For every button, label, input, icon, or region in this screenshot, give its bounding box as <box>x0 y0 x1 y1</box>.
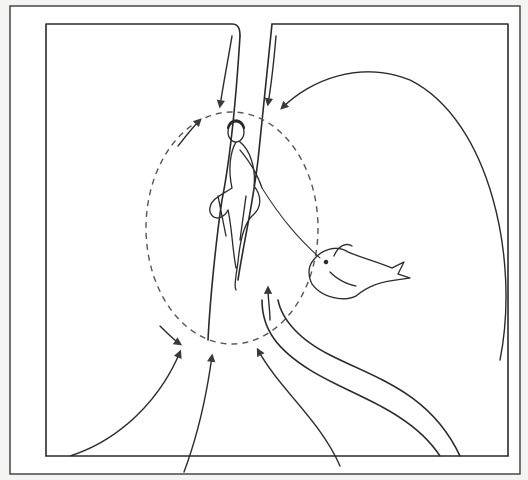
paper-background <box>10 6 520 474</box>
